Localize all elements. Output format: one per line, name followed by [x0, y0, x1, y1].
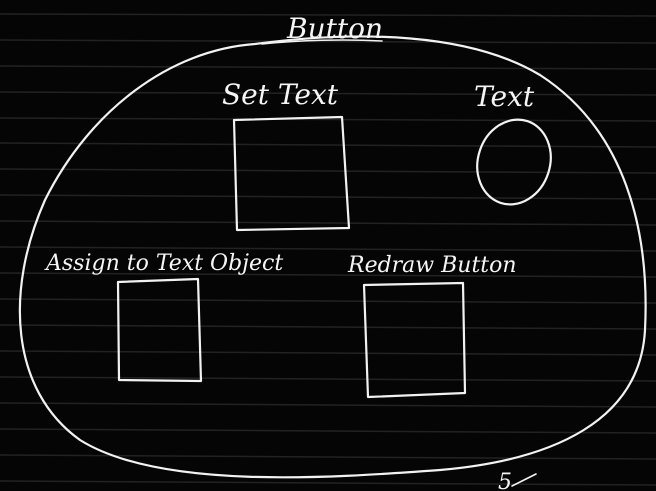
- node-label-set-text: Set Text: [222, 78, 339, 111]
- title-underline: [261, 39, 383, 45]
- corner-mark-stroke: [511, 473, 537, 487]
- assign-to-text-object-box: [116, 277, 203, 383]
- node-label-assign-to-text-object: Assign to Text Object: [44, 251, 283, 276]
- redraw-button-box: [362, 281, 467, 399]
- corner-mark: 5: [498, 470, 512, 491]
- ruled-lines: [0, 13, 656, 486]
- node-text: Text: [474, 80, 552, 206]
- node-redraw-button: Redraw Button: [347, 253, 517, 399]
- node-set-text: Set Text: [222, 78, 351, 232]
- set-text-box: [232, 115, 351, 232]
- node-label-text: Text: [474, 80, 535, 113]
- button-boundary-oval: [18, 35, 647, 479]
- node-label-redraw-button: Redraw Button: [347, 253, 517, 278]
- text-ellipse: [476, 118, 552, 206]
- node-assign-to-text-object: Assign to Text Object: [44, 251, 283, 383]
